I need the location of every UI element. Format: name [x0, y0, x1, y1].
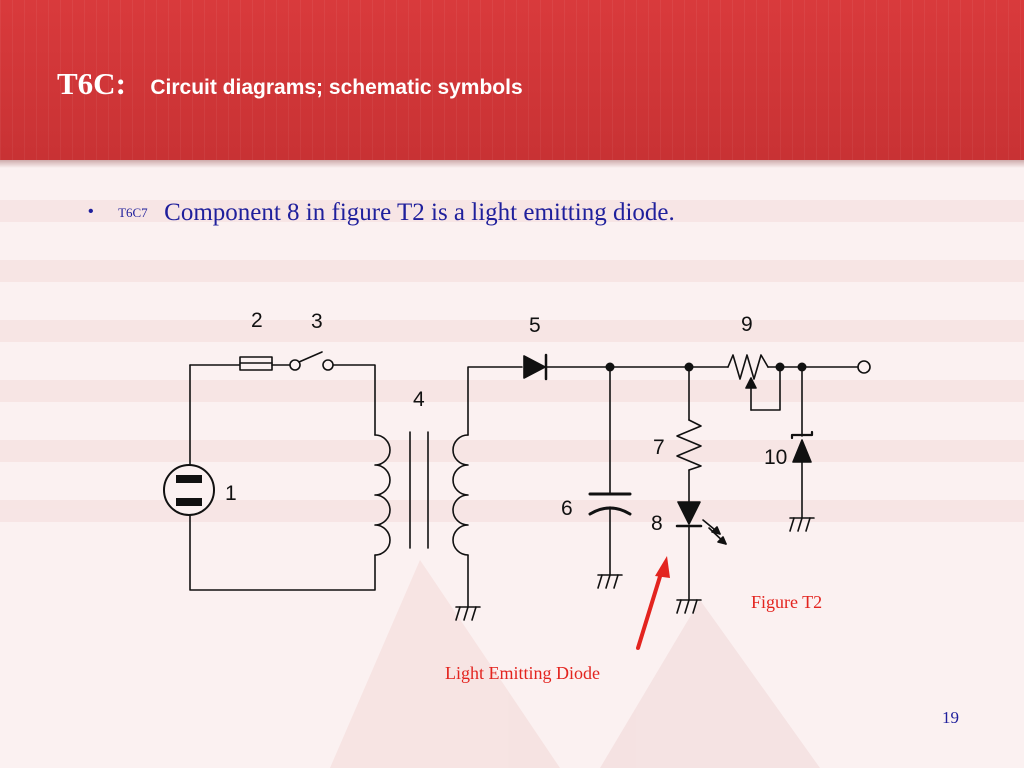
wire-primary-right: [332, 364, 376, 436]
label-component-2: 2: [251, 309, 263, 332]
title-bar-shadow: [0, 160, 1024, 168]
switch-symbol: [289, 351, 334, 371]
ac-source-symbol: [163, 464, 215, 516]
label-component-7: 7: [653, 436, 665, 459]
label-component-8: 8: [651, 512, 663, 535]
title-text: Circuit diagrams; schematic symbols: [150, 76, 523, 99]
potentiometer-symbol: [727, 354, 769, 380]
label-component-9: 9: [741, 313, 753, 336]
junction-dots: [605, 362, 807, 372]
label-component-6: 6: [561, 497, 573, 520]
ground-symbol-led: [676, 599, 702, 614]
slide-title: T6C: Circuit diagrams; schematic symbols: [57, 66, 523, 102]
page-number: 19: [942, 708, 959, 727]
bullet-item: • T6C7 Component 8 in figure T2 is a lig…: [88, 199, 675, 227]
figure-caption: Figure T2: [751, 592, 822, 612]
potentiometer-wiper: [745, 366, 781, 411]
wire-secondary-top: [467, 366, 523, 436]
label-component-10: 10: [764, 446, 787, 469]
bullet-marker: •: [88, 203, 94, 220]
ground-symbol-capacitor: [597, 574, 623, 589]
rectifier-diode-symbol: [523, 353, 548, 381]
output-terminal: [857, 360, 871, 374]
label-component-1: 1: [225, 482, 237, 505]
label-component-3: 3: [311, 310, 323, 333]
led-annotation: Light Emitting Diode: [445, 663, 600, 683]
label-component-5: 5: [529, 314, 541, 337]
title-bar: [0, 0, 1024, 160]
question-id: T6C7: [118, 205, 148, 220]
label-component-4: 4: [413, 388, 425, 411]
title-bar-texture: [0, 0, 1024, 160]
title-code: T6C:: [57, 66, 126, 101]
wire-primary-left: [189, 364, 376, 591]
annotation-arrow: [636, 556, 670, 650]
ground-symbol-transformer: [455, 606, 481, 621]
resistor-symbol: [676, 419, 702, 471]
led-symbol: [675, 501, 727, 545]
question-text: Component 8 in figure T2 is a light emit…: [164, 199, 675, 226]
fuse-symbol: [239, 356, 292, 371]
transformer-symbol: [374, 431, 469, 556]
ground-symbol-zener: [789, 517, 815, 532]
